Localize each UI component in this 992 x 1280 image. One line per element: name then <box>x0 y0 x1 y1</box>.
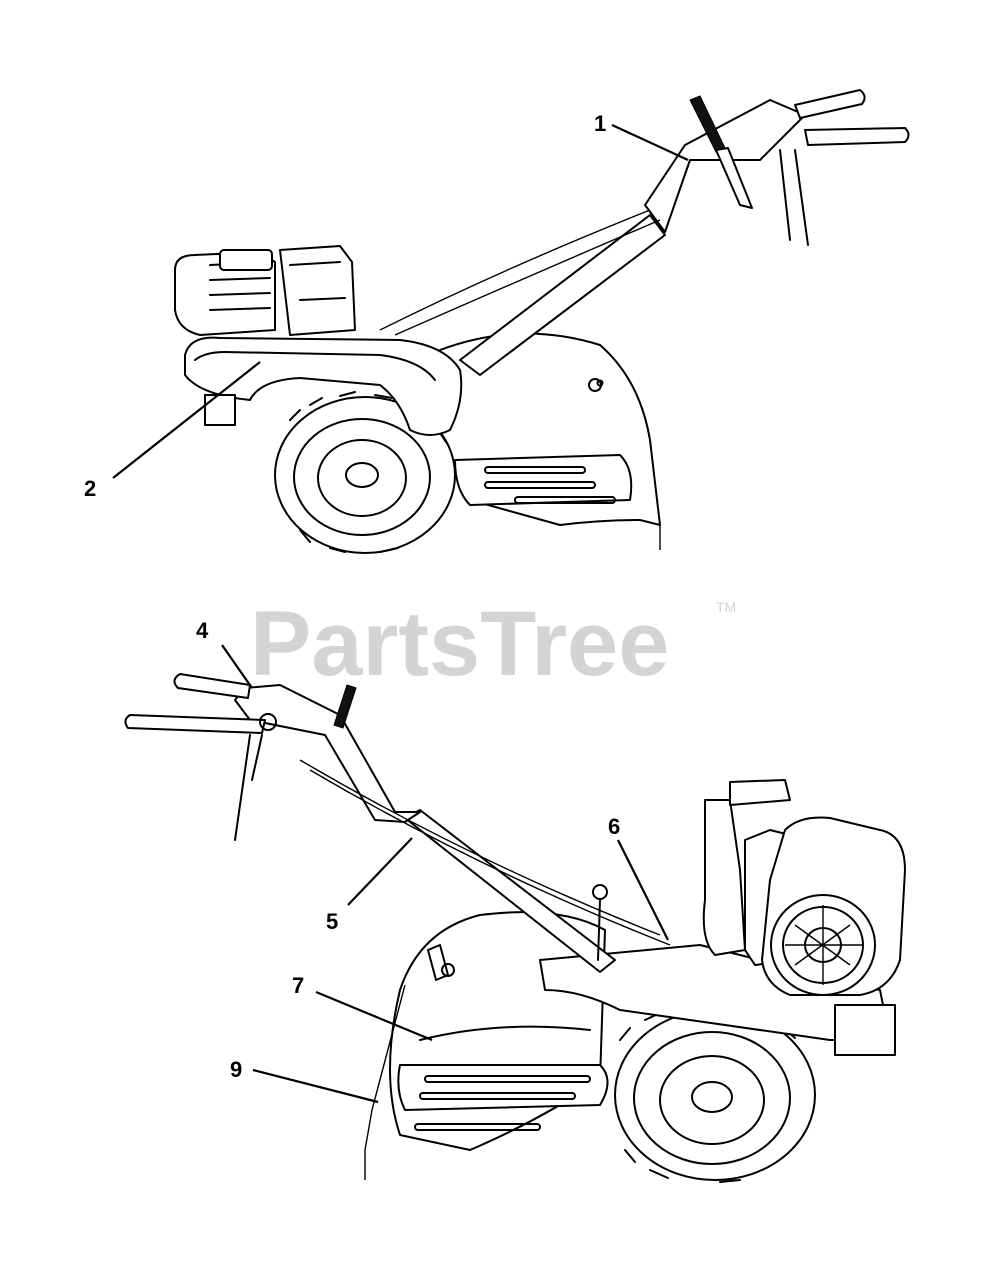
callout-7: 7 <box>292 973 304 998</box>
top-grip-lower <box>804 127 910 146</box>
watermark-trademark: TM <box>716 599 736 615</box>
callout-9: 9 <box>230 1057 242 1082</box>
callout-labels: 1 2 4 5 6 7 9 <box>84 111 620 1082</box>
tiller-bottom-view <box>124 673 906 1183</box>
leader-2 <box>112 361 261 479</box>
callout-1: 1 <box>594 111 606 136</box>
top-handlebar-tube <box>459 214 666 376</box>
bottom-engine <box>702 779 906 996</box>
callout-6: 6 <box>608 814 620 839</box>
top-handle-console <box>644 99 806 233</box>
leader-7 <box>315 990 433 1042</box>
callout-5: 5 <box>326 909 338 934</box>
bottom-shift-knob <box>333 684 357 729</box>
top-bumper <box>184 336 463 436</box>
callout-2: 2 <box>84 476 96 501</box>
leader-1 <box>611 124 689 161</box>
top-grip-upper <box>794 89 866 119</box>
watermark-text: PartsTree <box>250 593 669 695</box>
leader-5 <box>347 837 413 906</box>
bottom-side-shield <box>397 1064 609 1111</box>
leader-6 <box>617 839 669 941</box>
bottom-wheel <box>614 1005 816 1183</box>
bottom-grip-lower <box>124 714 266 734</box>
leader-9 <box>252 1068 379 1104</box>
bottom-lever-ball <box>592 884 608 900</box>
watermark: PartsTree TM <box>250 593 736 695</box>
tiller-top-view <box>174 89 910 554</box>
top-engine <box>174 245 356 336</box>
leader-4 <box>221 644 253 689</box>
callout-4: 4 <box>196 618 209 643</box>
top-wheel <box>274 391 456 554</box>
bottom-grip-upper <box>173 673 251 699</box>
bottom-handle-console <box>234 684 421 823</box>
